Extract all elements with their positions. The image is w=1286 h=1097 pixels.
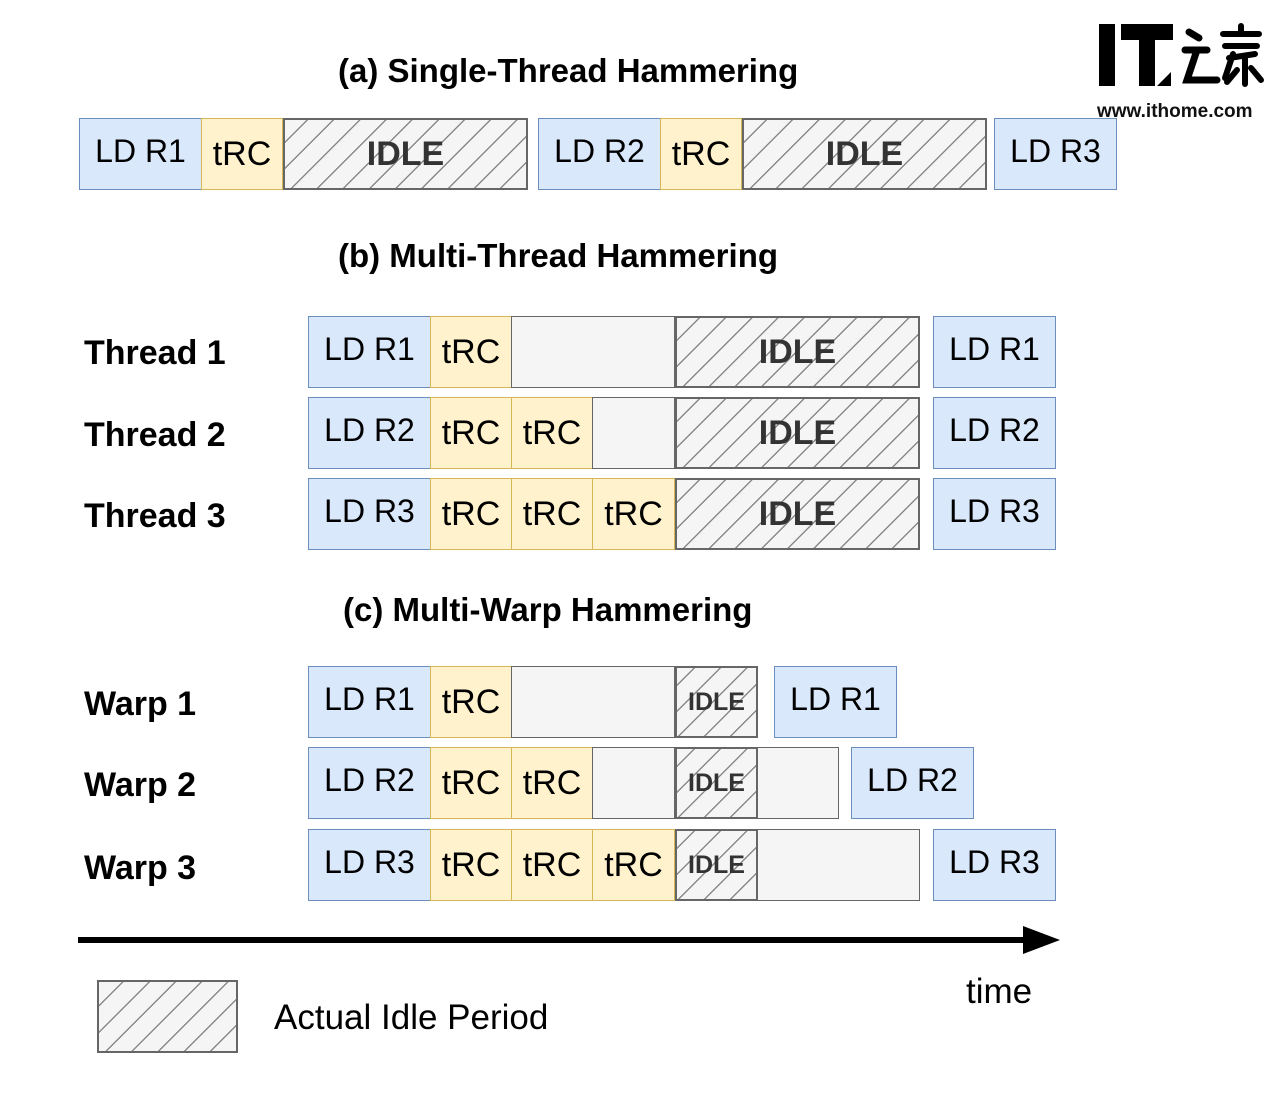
row-label-thread-1: Thread 1: [84, 334, 226, 372]
block-ld: LD R3: [933, 478, 1056, 550]
block-idle: IDLE: [675, 478, 920, 550]
block-trc: tRC: [430, 747, 512, 819]
row-label-thread-3: Thread 3: [84, 497, 226, 535]
block-trc: tRC: [430, 478, 512, 550]
block-ld: LD R3: [308, 478, 431, 550]
block-trc: tRC: [592, 478, 675, 550]
block-ld: LD R2: [933, 397, 1056, 469]
block-empty: [511, 666, 675, 738]
block-trc: tRC: [201, 118, 283, 190]
block-ld: LD R3: [994, 118, 1117, 190]
block-idle: IDLE: [742, 118, 987, 190]
ithome-logo-icon: [1099, 23, 1264, 87]
block-trc: tRC: [430, 316, 512, 388]
block-trc: tRC: [511, 397, 593, 469]
block-trc: tRC: [660, 118, 742, 190]
block-idle: IDLE: [675, 747, 758, 819]
block-ld: LD R2: [308, 747, 431, 819]
block-ld: LD R2: [308, 397, 431, 469]
block-empty: [592, 397, 675, 469]
block-ld: LD R2: [851, 747, 974, 819]
block-empty: [757, 747, 839, 819]
block-ld: LD R1: [308, 666, 431, 738]
row-label-warp-1: Warp 1: [84, 685, 197, 723]
block-idle: IDLE: [675, 397, 920, 469]
block-trc: tRC: [592, 829, 675, 901]
ithome-url: www.ithome.com: [1097, 101, 1253, 122]
block-trc: tRC: [511, 478, 593, 550]
block-ld: LD R3: [933, 829, 1056, 901]
block-ld: LD R1: [933, 316, 1056, 388]
block-idle: IDLE: [283, 118, 528, 190]
block-trc: tRC: [511, 829, 593, 901]
row-label-warp-2: Warp 2: [84, 766, 197, 804]
row-label-thread-2: Thread 2: [84, 416, 226, 454]
block-trc: tRC: [430, 397, 512, 469]
section-a-title: (a) Single-Thread Hammering: [338, 52, 799, 89]
legend-idle-label: Actual Idle Period: [274, 998, 549, 1037]
row-label-warp-3: Warp 3: [84, 849, 197, 887]
block-trc: tRC: [511, 747, 593, 819]
section-c-title: (c) Multi-Warp Hammering: [343, 591, 753, 628]
block-ld: LD R2: [538, 118, 661, 190]
block-trc: tRC: [430, 829, 512, 901]
time-axis-arrow: [78, 926, 1060, 954]
section-b-title: (b) Multi-Thread Hammering: [338, 237, 779, 274]
block-empty: [757, 829, 920, 901]
block-trc: tRC: [430, 666, 512, 738]
block-idle: IDLE: [675, 316, 920, 388]
block-idle: IDLE: [675, 666, 758, 738]
ithome-logo: [1097, 22, 1267, 92]
block-ld: LD R3: [308, 829, 431, 901]
block-idle: IDLE: [675, 829, 758, 901]
block-ld: LD R1: [308, 316, 431, 388]
time-axis-label: time: [966, 972, 1033, 1011]
block-ld: LD R1: [79, 118, 202, 190]
legend-idle-swatch: [97, 980, 238, 1053]
block-empty: [511, 316, 675, 388]
block-ld: LD R1: [774, 666, 897, 738]
block-empty: [592, 747, 675, 819]
